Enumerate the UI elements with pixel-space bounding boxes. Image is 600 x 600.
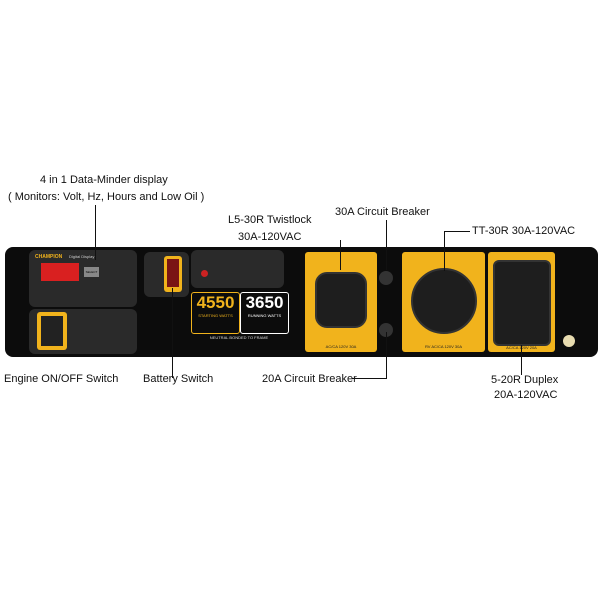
engine-on-off-switch[interactable] — [37, 312, 67, 350]
tt-rating: RV AC/CA 120V 30A — [424, 344, 463, 349]
breaker-20a[interactable] — [379, 323, 393, 337]
battery-switch[interactable] — [164, 256, 182, 292]
lcd-screen — [41, 263, 79, 281]
indicator-light — [201, 270, 208, 277]
leader-line — [95, 205, 96, 260]
leader-line — [386, 332, 387, 379]
display-title: Digital Display — [69, 254, 95, 259]
engine-switch-label: Engine ON/OFF Switch — [4, 373, 119, 385]
l5-30r-twistlock-outlet[interactable] — [315, 272, 367, 328]
duplex-rating: 20A-120VAC — [494, 389, 558, 401]
leader-line — [352, 378, 386, 379]
generator-control-panel: CHAMPION Digital Display SELECT 4550 STA… — [5, 247, 598, 357]
brand-logo: CHAMPION — [35, 254, 63, 260]
duplex-outlet-panel: AC/CA 120V 20A — [488, 252, 555, 352]
leader-line — [386, 220, 387, 270]
select-button[interactable]: SELECT — [84, 267, 99, 277]
running-watts-box: 3650 RUNNING WATTS — [240, 292, 289, 334]
breaker-30a[interactable] — [379, 271, 393, 285]
tt-30r-outlet[interactable] — [411, 268, 477, 334]
engine-switch-area — [29, 309, 137, 354]
data-minder-label: 4 in 1 Data-Minder display — [40, 174, 168, 186]
duplex-label: 5-20R Duplex — [491, 374, 559, 386]
leader-line — [340, 240, 341, 270]
leader-line — [444, 231, 470, 232]
ground-terminal[interactable] — [563, 335, 575, 347]
l5-rating: AC/CA 120V 30A — [325, 344, 357, 349]
battery-switch-area — [144, 252, 189, 297]
leader-line — [172, 288, 173, 378]
leader-line — [521, 345, 522, 375]
twistlock-label: L5-30R Twistlock — [228, 214, 312, 226]
tt30-label: TT-30R 30A-120VAC — [472, 225, 576, 237]
remote-start-area — [191, 250, 284, 288]
running-watts-label: RUNNING WATTS — [247, 313, 282, 318]
breaker20-label: 20A Circuit Breaker — [262, 373, 357, 385]
neutral-notice: NEUTRAL BONDED TO FRAME — [209, 335, 269, 340]
tt-30r-outlet-panel: RV AC/CA 120V 30A — [402, 252, 485, 352]
data-minder-display: CHAMPION Digital Display SELECT — [29, 250, 137, 307]
running-watts-value: 3650 — [245, 293, 284, 312]
5-20r-duplex-outlet[interactable] — [493, 260, 551, 346]
breaker30-label: 30A Circuit Breaker — [335, 206, 430, 218]
battery-switch-label: Battery Switch — [143, 373, 214, 385]
starting-watts-box: 4550 STARTING WATTS — [191, 292, 240, 334]
l5-30r-outlet-panel: AC/CA 120V 30A — [305, 252, 377, 352]
data-minder-sublabel: ( Monitors: Volt, Hz, Hours and Low Oil … — [8, 191, 205, 203]
starting-watts-label: STARTING WATTS — [198, 313, 233, 318]
twistlock-rating: 30A-120VAC — [238, 231, 302, 243]
starting-watts-value: 4550 — [196, 293, 235, 312]
leader-line — [444, 231, 445, 271]
